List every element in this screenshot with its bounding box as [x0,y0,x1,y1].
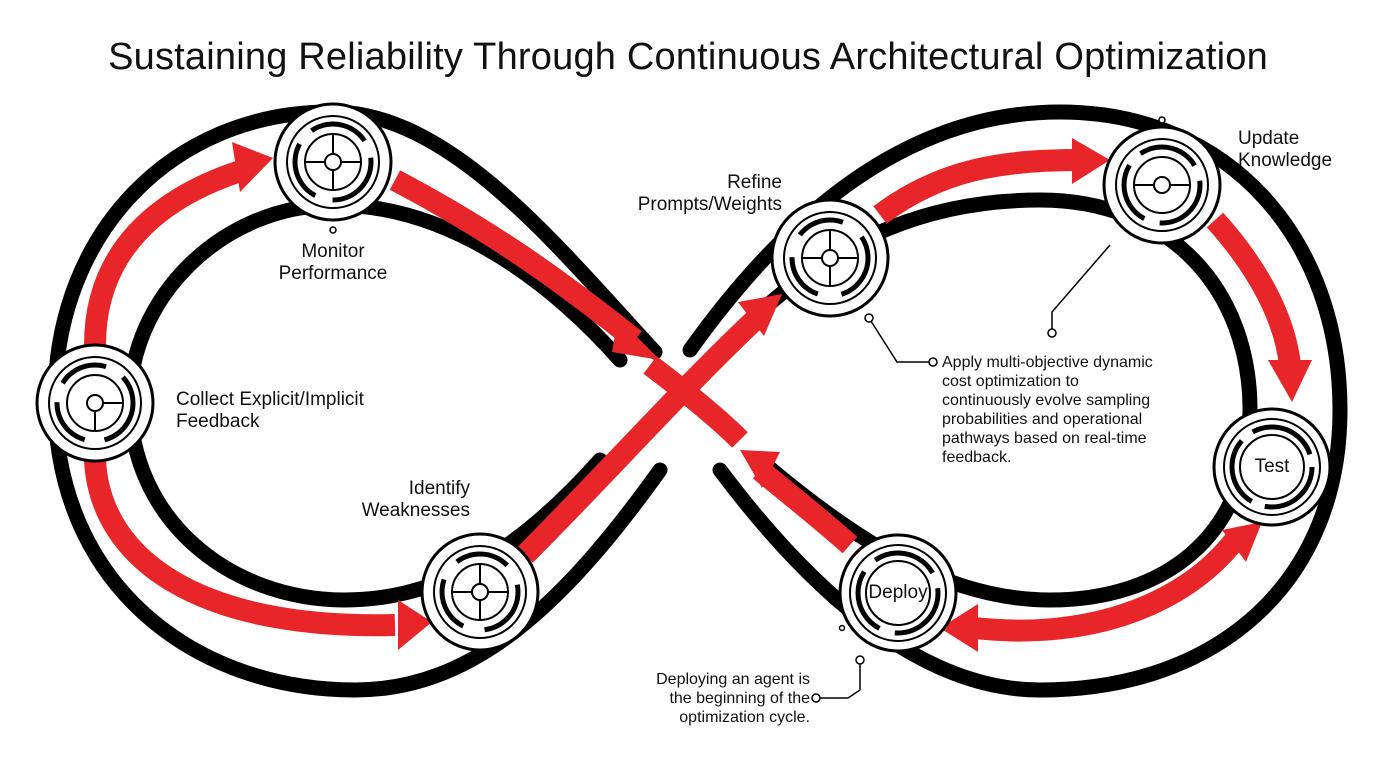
node-test [1212,407,1332,527]
red-arrowhead-icon [940,604,978,652]
red-arrowhead-icon [1222,522,1262,562]
track-right-inner [717,192,1258,608]
track-right-outer [682,104,1348,698]
arrow-monitor-to-center [389,170,642,349]
leader-optimization-note [868,317,930,363]
node-update [1102,125,1222,245]
arrow-collect-to-monitor [84,157,254,346]
node-collect [35,343,155,463]
arrow-center-band [643,356,748,448]
leader-deploy-note [820,660,861,699]
arrow-update-to-test [1206,212,1301,367]
connector-dot [329,226,337,234]
arrow-deploy-to-center [752,461,858,554]
connector-dot [1158,116,1166,124]
arrow-refine-to-update [873,149,1081,224]
label-refine: Refine Prompts/Weights [637,172,782,215]
red-arrowhead-icon [612,318,660,360]
label-collect: Collect Explicit/Implicit Feedback [176,389,364,432]
label-update: Update Knowledge [1238,128,1333,171]
label-monitor: Monitor Performance [278,241,388,284]
note-deploying: Deploying an agent is the beginning of t… [656,671,810,726]
red-arrowhead-icon [740,450,780,488]
red-arrowhead-icon [232,142,273,192]
node-refine [770,198,890,318]
red-arrowhead-icon [1268,360,1312,402]
arrow-collect-to-identify [84,459,396,637]
node-monitor [273,102,393,222]
diagram-title: Sustaining Reliability Through Continuou… [108,36,1268,78]
note-optimization: Apply multi-objective dynamic cost optim… [942,354,1153,466]
label-deploy: Deploy [868,582,928,603]
arrowheads [232,138,1312,652]
leader-update-note [1051,244,1111,330]
nodes [35,102,1332,653]
label-identify: Identify Weaknesses [361,478,470,521]
callout-lines [811,244,1111,703]
red-arrows [84,149,1301,642]
label-test: Test [1254,456,1290,477]
arrow-test-to-deploy [973,533,1244,642]
red-arrowhead-icon [398,600,432,650]
red-arrowhead-icon [1072,138,1110,184]
node-deploy [838,533,958,653]
arrow-identify-to-refine [517,306,768,563]
red-arrowhead-icon [738,294,782,336]
node-identify [420,532,540,652]
